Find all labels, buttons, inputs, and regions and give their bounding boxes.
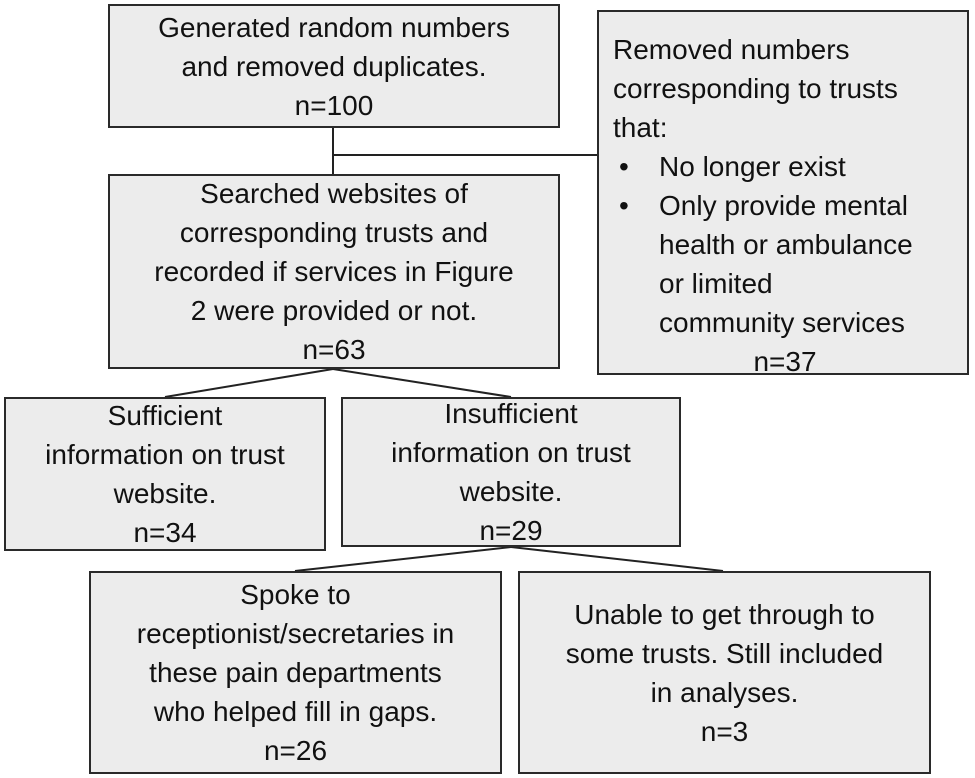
- box-removed-numbers: Removed numbers corresponding to trusts …: [597, 10, 969, 377]
- connector-insufficient-to-unable: [510, 546, 724, 572]
- box-text-line: Generated random numbers: [158, 11, 510, 43]
- box-text-line: some trusts. Still included: [565, 637, 884, 669]
- removal-reason-item: Only provide mental health or ambulance …: [613, 186, 957, 342]
- box-sufficient-information: Sufficient information on trust website.…: [4, 397, 326, 551]
- box-count: n=100: [294, 89, 374, 121]
- box-text-line: Removed numbers: [613, 34, 850, 65]
- bullet-text-line: or limited: [659, 268, 773, 299]
- box-unable-to-get-through: Unable to get through to some trusts. St…: [518, 571, 931, 774]
- box-count: n=26: [263, 735, 328, 766]
- box-text-line: Searched websites of: [200, 178, 468, 209]
- box-text-line: website.: [459, 476, 563, 507]
- box-text-line: website.: [113, 478, 217, 509]
- bullet-text-line: No longer exist: [659, 151, 846, 182]
- box-count: n=37: [753, 346, 817, 377]
- bullet-text-line: health or ambulance: [659, 229, 913, 260]
- box-text-line: and removed duplicates.: [181, 50, 487, 82]
- box-searched-websites: Searched websites of corresponding trust…: [108, 174, 560, 369]
- bullet-text-line: Only provide mental: [659, 190, 909, 221]
- connector-searched-to-sufficient: [164, 368, 334, 398]
- box-text-line: information on trust: [391, 437, 631, 468]
- box-text-line: corresponding to trusts: [613, 73, 898, 104]
- box-count: n=63: [302, 334, 366, 365]
- box-text-line: 2 were provided or not.: [190, 295, 478, 326]
- box-text-line: who helped fill in gaps.: [153, 696, 438, 727]
- bullet-text-line: community services: [659, 307, 905, 338]
- box-text-line: that:: [613, 112, 668, 143]
- box-text-line: Insufficient: [444, 398, 578, 429]
- box-text-line: these pain departments: [149, 657, 442, 688]
- removal-reasons-list: No longer exist Only provide mental heal…: [613, 147, 957, 342]
- box-text-line: in analyses.: [650, 676, 799, 708]
- box-text-line: Unable to get through to: [574, 598, 875, 630]
- box-text-line: corresponding trusts and: [179, 217, 489, 248]
- box-count: n=34: [133, 517, 197, 548]
- connector-searched-to-insufficient: [332, 368, 512, 398]
- box-text-line: recorded if services in Figure: [154, 256, 514, 287]
- removal-reason-item: No longer exist: [613, 147, 957, 186]
- connector-insufficient-to-spoke: [294, 546, 512, 572]
- box-text-line: information on trust: [45, 439, 285, 470]
- box-spoke-to-receptionists: Spoke to receptionist/secretaries in the…: [89, 571, 502, 774]
- box-count: n=29: [479, 515, 543, 546]
- box-text-line: Sufficient: [107, 400, 223, 431]
- box-text-line: receptionist/secretaries in: [136, 618, 455, 649]
- box-insufficient-information: Insufficient information on trust websit…: [341, 397, 681, 547]
- box-count: n=3: [700, 715, 749, 747]
- box-generated-random-numbers: Generated random numbers and removed dup…: [108, 4, 560, 128]
- box-text-line: Spoke to: [240, 579, 351, 610]
